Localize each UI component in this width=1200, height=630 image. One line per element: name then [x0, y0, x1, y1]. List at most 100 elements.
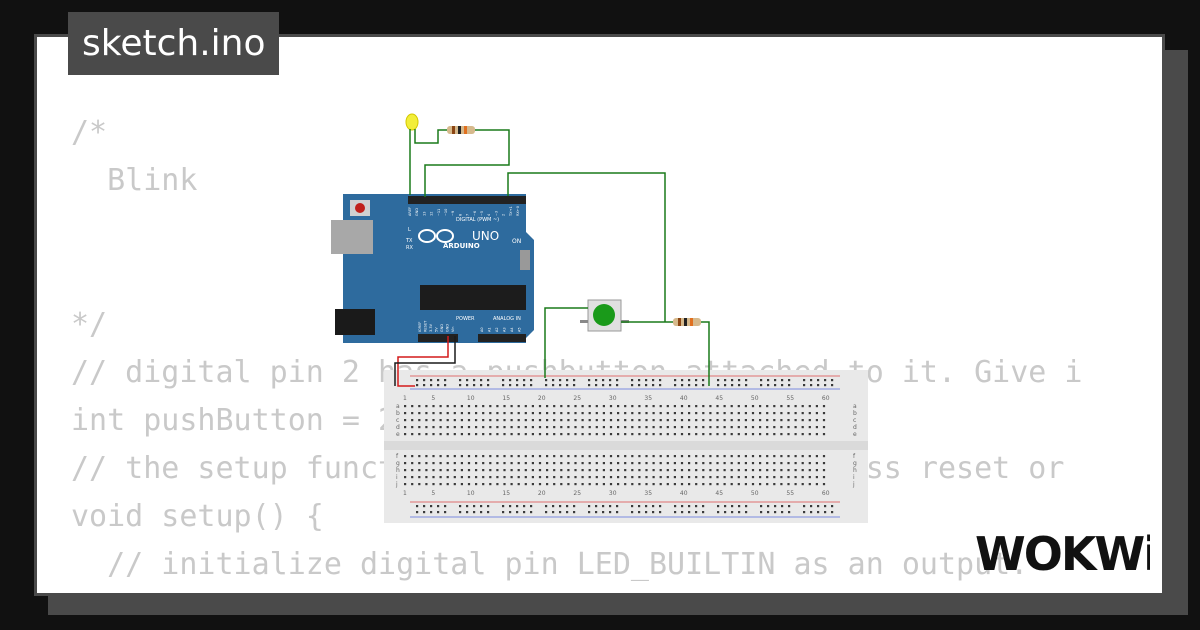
breadboard-hole — [716, 426, 719, 429]
breadboard-hole — [460, 433, 463, 436]
breadboard-hole — [581, 405, 584, 408]
breadboard-hole — [418, 419, 421, 422]
breadboard-hole — [759, 419, 762, 422]
breadboard-hole — [510, 476, 513, 479]
breadboard-hole — [460, 476, 463, 479]
breadboard-hole — [766, 455, 769, 458]
breadboard-hole — [560, 419, 563, 422]
breadboard-hole — [530, 511, 533, 514]
breadboard-hole — [404, 433, 407, 436]
breadboard-hole — [546, 412, 549, 415]
breadboard-hole — [496, 483, 499, 486]
breadboard-hole — [737, 419, 740, 422]
wire-5v — [397, 336, 449, 387]
breadboard-hole — [659, 483, 662, 486]
breadboard-hole — [666, 426, 669, 429]
breadboard-hole — [574, 412, 577, 415]
breadboard-hole — [673, 419, 676, 422]
breadboard-hole — [730, 412, 733, 415]
breadboard-hole — [531, 419, 534, 422]
breadboard-hole — [430, 379, 433, 382]
breadboard-hole — [744, 426, 747, 429]
breadboard-hole — [688, 483, 691, 486]
breadboard-hole — [437, 384, 440, 387]
breadboard-hole — [460, 455, 463, 458]
breadboard-hole — [602, 483, 605, 486]
breadboard-hole — [801, 455, 804, 458]
breadboard-hole — [645, 483, 648, 486]
breadboard-hole — [546, 455, 549, 458]
breadboard-hole — [560, 433, 563, 436]
breadboard-hole — [502, 384, 505, 387]
breadboard-hole — [673, 455, 676, 458]
breadboard-hole — [560, 412, 563, 415]
breadboard-hole — [745, 511, 748, 514]
breadboard-hole — [794, 483, 797, 486]
breadboard-hole — [566, 505, 569, 508]
breadboard-hole — [744, 469, 747, 472]
breadboard-hole — [567, 476, 570, 479]
breadboard-hole — [674, 505, 677, 508]
breadboard-hole — [475, 426, 478, 429]
breadboard-hole — [659, 405, 662, 408]
breadboard-hole — [616, 511, 619, 514]
breadboard-hole — [709, 469, 712, 472]
breadboard-hole — [624, 483, 627, 486]
breadboard: 1155101015152020252530303535404045455050… — [384, 370, 868, 523]
breadboard-hole — [822, 419, 826, 422]
breadboard-hole — [602, 426, 605, 429]
breadboard-hole — [553, 455, 556, 458]
breadboard-hole — [688, 433, 691, 436]
breadboard-hole — [617, 419, 620, 422]
breadboard-hole — [645, 426, 648, 429]
breadboard-hole — [631, 505, 634, 508]
breadboard-hole — [418, 412, 421, 415]
breadboard-hole — [638, 433, 641, 436]
wire-gnd — [394, 336, 456, 386]
breadboard-hole — [794, 405, 797, 408]
breadboard-hole — [595, 455, 598, 458]
breadboard-hole — [595, 483, 598, 486]
breadboard-hole — [588, 505, 591, 508]
breadboard-hole — [503, 483, 506, 486]
breadboard-hole — [444, 505, 447, 508]
breadboard-row-letter: d — [396, 424, 400, 431]
breadboard-hole — [546, 476, 549, 479]
breadboard-hole — [466, 505, 469, 508]
breadboard-hole — [425, 433, 428, 436]
breadboard-col-number: 40 — [680, 490, 688, 497]
breadboard-hole — [546, 469, 549, 472]
breadboard-hole — [624, 455, 627, 458]
breadboard-hole — [595, 419, 598, 422]
breadboard-hole — [774, 379, 777, 382]
breadboard-hole — [546, 462, 549, 465]
breadboard-hole — [546, 405, 549, 408]
breadboard-row-letter: g — [853, 460, 857, 467]
breadboard-hole — [688, 469, 691, 472]
breadboard-hole — [822, 483, 826, 486]
breadboard-hole — [411, 476, 414, 479]
sketch-title: sketch.ino — [68, 12, 280, 75]
breadboard-hole — [573, 379, 576, 382]
breadboard-col-number: 50 — [751, 490, 759, 497]
breadboard-hole — [503, 462, 506, 465]
breadboard-hole — [751, 469, 755, 472]
breadboard-hole — [815, 419, 818, 422]
breadboard-hole — [738, 505, 741, 508]
breadboard-hole — [780, 412, 783, 415]
breadboard-hole — [566, 511, 569, 514]
breadboard-col-number: 60 — [822, 490, 830, 497]
breadboard-hole — [652, 412, 655, 415]
breadboard-hole — [723, 433, 726, 436]
breadboard-hole — [803, 511, 806, 514]
breadboard-hole — [666, 412, 669, 415]
breadboard-hole — [466, 379, 469, 382]
breadboard-hole — [780, 462, 783, 465]
breadboard-hole — [666, 462, 669, 465]
breadboard-row-letter: a — [853, 403, 857, 410]
breadboard-hole — [510, 462, 513, 465]
breadboard-hole — [453, 469, 456, 472]
breadboard-hole — [817, 511, 820, 514]
breadboard-hole — [459, 505, 462, 508]
breadboard-col-number: 40 — [680, 395, 688, 402]
